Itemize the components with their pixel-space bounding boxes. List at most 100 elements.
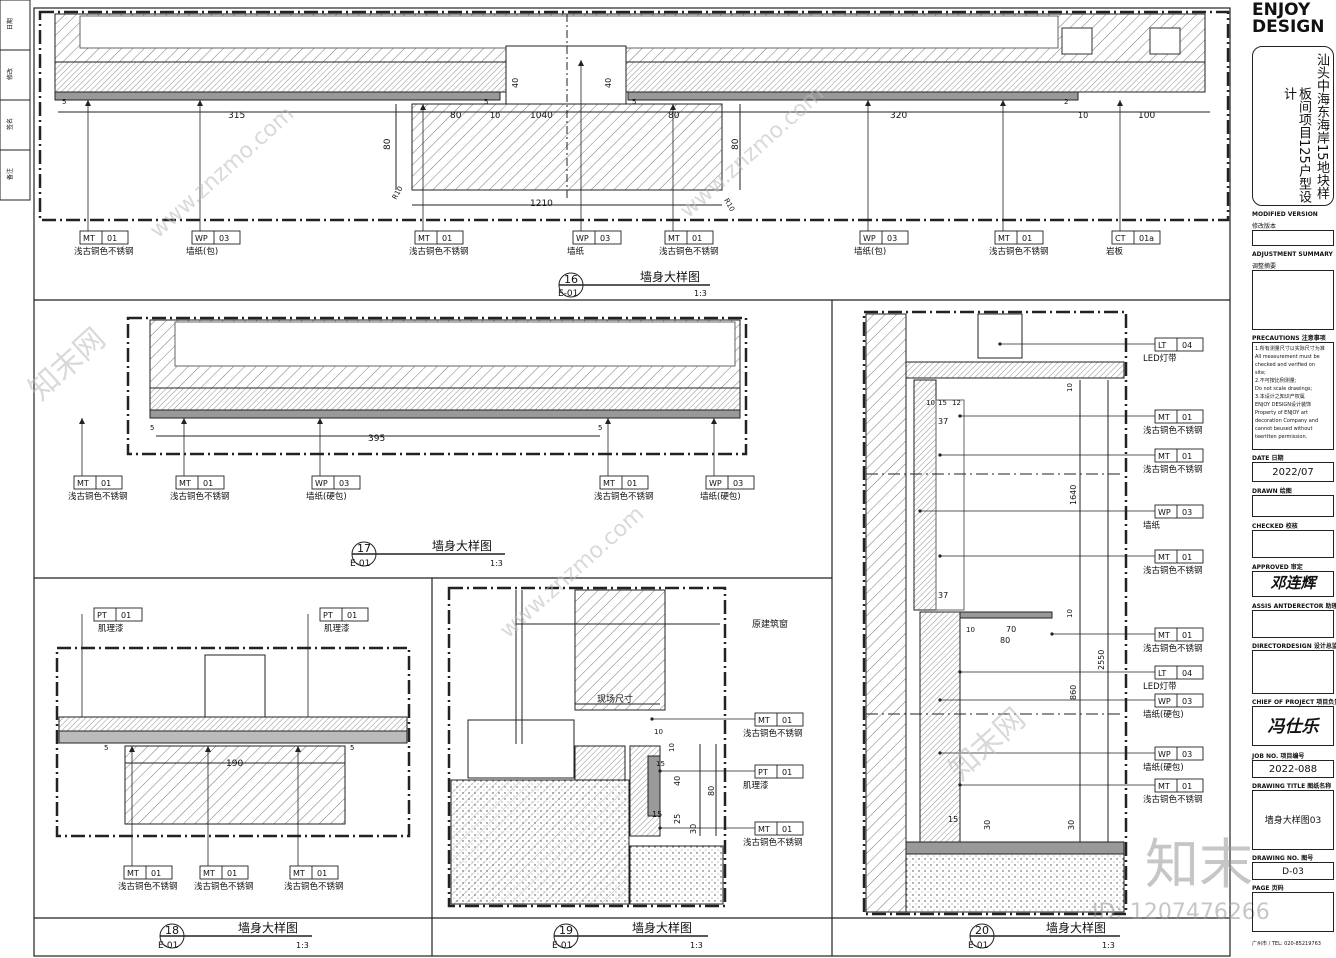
d20-title: 墙身大样图 (1046, 920, 1106, 935)
d20-dim-10d: 10 (966, 626, 975, 634)
tag-description: 浅古铜色不锈钢 (1143, 425, 1203, 436)
assist-label: ASSIS ANTDERECTOR 助理设计总监 (1252, 603, 1336, 610)
approved-signature: 邓连辉 (1252, 571, 1334, 597)
d19-dim-80: 80 (707, 786, 716, 796)
d16-dim-10b: 10 (1078, 111, 1088, 120)
detail-18-title: 18 E-01 墙身大样图 1:3 (158, 920, 312, 951)
d19-dim-30: 30 (689, 824, 698, 834)
tag-number: 03 (339, 479, 349, 488)
d19-number: 19 (559, 924, 573, 937)
precaution-note: 1.所有测量尺寸以实际尺寸为准 (1255, 346, 1325, 352)
precaution-note: Property of ENJOY art (1255, 410, 1308, 416)
precaution-note: cannot beused without (1255, 426, 1313, 432)
tag-code: MT (998, 234, 1010, 243)
tag-description: 浅古铜色不锈钢 (284, 881, 344, 892)
d16-dim-10a: 10 (490, 111, 500, 120)
director-label: DIRECTORDESIGN 设计总监 (1252, 643, 1336, 650)
tag-description: 墙纸(硬包) (1143, 762, 1184, 773)
precaution-note: 2.不可按比例测量; (1255, 378, 1297, 384)
d16-dim-80d: 80 (731, 138, 741, 150)
chief-signature: 冯仕乐 (1252, 706, 1334, 746)
tag-number: 03 (1182, 750, 1192, 759)
adjustment-cn: 调整摘要 (1252, 263, 1277, 270)
tag-description: 浅古铜色不锈钢 (1143, 464, 1203, 475)
d20-dim-15b: 15 (948, 815, 958, 824)
tag-code: PT (97, 611, 107, 620)
tag-code: PT (758, 768, 768, 777)
tag-code: MT (179, 479, 191, 488)
adjustment-box (1252, 270, 1334, 330)
tag-description: 墙纸(包) (854, 246, 886, 257)
d20-dim-30a: 30 (983, 820, 992, 830)
tag-number: 03 (887, 234, 897, 243)
tag-number: 01 (101, 479, 111, 488)
d16-dim-40b: 40 (604, 78, 613, 88)
d19-scale: 1:3 (690, 941, 703, 950)
tag-code: WP (576, 234, 589, 243)
job-value: 2022-088 (1252, 760, 1334, 778)
drawing-title-label: DRAWING TITLE 图纸名称 (1252, 783, 1332, 790)
d20-dim-15: 15 (938, 399, 947, 407)
project-title-line2: 板间项目125户型设计 (1281, 87, 1311, 203)
chief-label: CHIEF OF PROJECT 项目负责人 (1252, 699, 1336, 706)
tag-number: 03 (1182, 508, 1192, 517)
tag-description: 肌理漆 (98, 623, 124, 634)
tag-code: MT (1158, 413, 1170, 422)
tag-number: 01 (1182, 452, 1192, 461)
title-block: ENJOY DESIGN 汕头中海东海岸15地块样 板间项目125户型设计 MO… (1248, 0, 1336, 958)
checked-box (1252, 530, 1334, 558)
drawing-no-value: D-03 (1252, 862, 1334, 880)
d19-sheet: E-01 (552, 941, 572, 951)
tag-number: 01 (1182, 631, 1192, 640)
tag-description: 浅古铜色不锈钢 (118, 881, 178, 892)
tag-number: 01 (317, 869, 327, 878)
checked-label: CHECKED 校核 (1252, 523, 1298, 530)
d20-dim-12: 12 (952, 399, 961, 407)
tag-number: 01 (627, 479, 637, 488)
tag-code: MT (293, 869, 305, 878)
project-title-box: 汕头中海东海岸15地块样 板间项目125户型设计 (1252, 46, 1334, 206)
d20-dim-10a: 10 (926, 399, 935, 407)
d18-title: 墙身大样图 (238, 920, 298, 935)
precaution-note: checked and verified on (1255, 362, 1315, 368)
tag-number: 01a (1139, 234, 1154, 243)
tag-number: 01 (692, 234, 702, 243)
d19-title: 墙身大样图 (632, 920, 692, 935)
tag-code: MT (418, 234, 430, 243)
tag-number: 01 (227, 869, 237, 878)
tag-description: 墙纸(包) (186, 246, 218, 257)
tag-code: MT (127, 869, 139, 878)
d16-dim-5a: 5 (62, 98, 66, 106)
d18-number: 18 (165, 924, 179, 937)
tag-code: CT (1115, 234, 1126, 243)
date-label: DATE 日期 (1252, 455, 1284, 462)
strip-label-4: 备注 (6, 168, 14, 180)
precaution-note: ENJOY DESIGN设计装饰 (1255, 402, 1311, 408)
tag-number: 01 (782, 768, 792, 777)
tag-number: 01 (1182, 782, 1192, 791)
d16-dim-80c: 80 (383, 138, 393, 150)
tag-number: 01 (442, 234, 452, 243)
tag-code: MT (758, 716, 770, 725)
d20-dim-10c: 10 (1066, 383, 1074, 392)
d20-dim-80: 80 (1000, 636, 1010, 645)
tag-description: 浅古铜色不锈钢 (743, 728, 803, 739)
d18-scale: 1:3 (296, 941, 309, 950)
d16-dim-5c: 5 (632, 98, 636, 106)
project-title-line1: 汕头中海东海岸15地块样 (1314, 53, 1329, 200)
tag-number: 03 (733, 479, 743, 488)
d19-dim-10a: 10 (654, 728, 663, 736)
d20-dim-1640: 1640 (1069, 485, 1078, 505)
tag-code: MT (203, 869, 215, 878)
